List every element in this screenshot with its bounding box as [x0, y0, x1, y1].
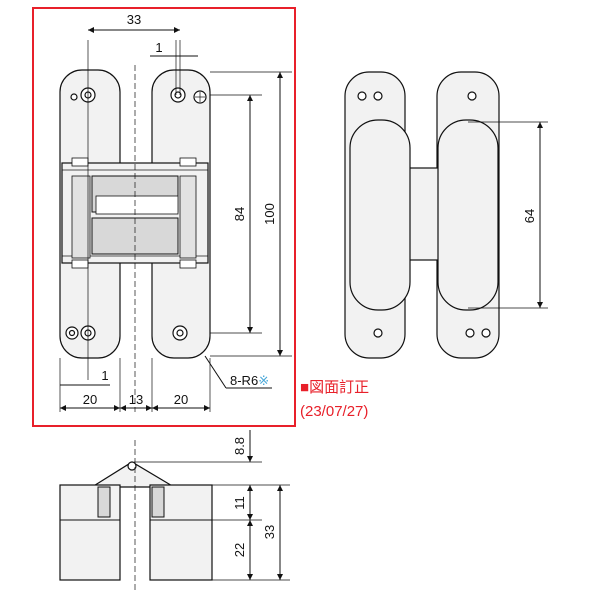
dim-22: 22: [232, 543, 247, 557]
revision-title: ■図面訂正: [300, 379, 369, 396]
revision-square: ■: [300, 379, 309, 396]
left-body: [349, 119, 411, 311]
radius-note-mark: ※: [258, 373, 269, 388]
dim-20-right: 20: [174, 392, 188, 407]
dim-1-bottom: 1: [101, 368, 108, 383]
dim-33-side: 33: [262, 525, 277, 539]
dim-11: 11: [232, 496, 247, 510]
cover-view: [344, 71, 548, 359]
dim-13: 13: [129, 392, 143, 407]
left-block: [59, 484, 121, 581]
dim-8-8: 8.8: [232, 437, 247, 455]
highlight-frame: [32, 7, 296, 427]
side-view: [59, 430, 290, 590]
radius-note: 8-R6※: [230, 373, 269, 388]
revision-date: (23/07/27): [300, 403, 368, 420]
hinge-top: [89, 461, 177, 488]
dim-20-left: 20: [83, 392, 97, 407]
dim-64: 64: [522, 209, 537, 223]
revision-text: 図面訂正: [309, 379, 369, 396]
dim-100: 100: [262, 203, 277, 225]
dim-84: 84: [232, 207, 247, 221]
front-view: [59, 27, 292, 412]
radius-note-label: 8-R6: [230, 373, 258, 388]
dim-1-top: 1: [155, 40, 162, 55]
dim-33-top: 33: [127, 12, 141, 27]
right-body: [437, 119, 499, 311]
